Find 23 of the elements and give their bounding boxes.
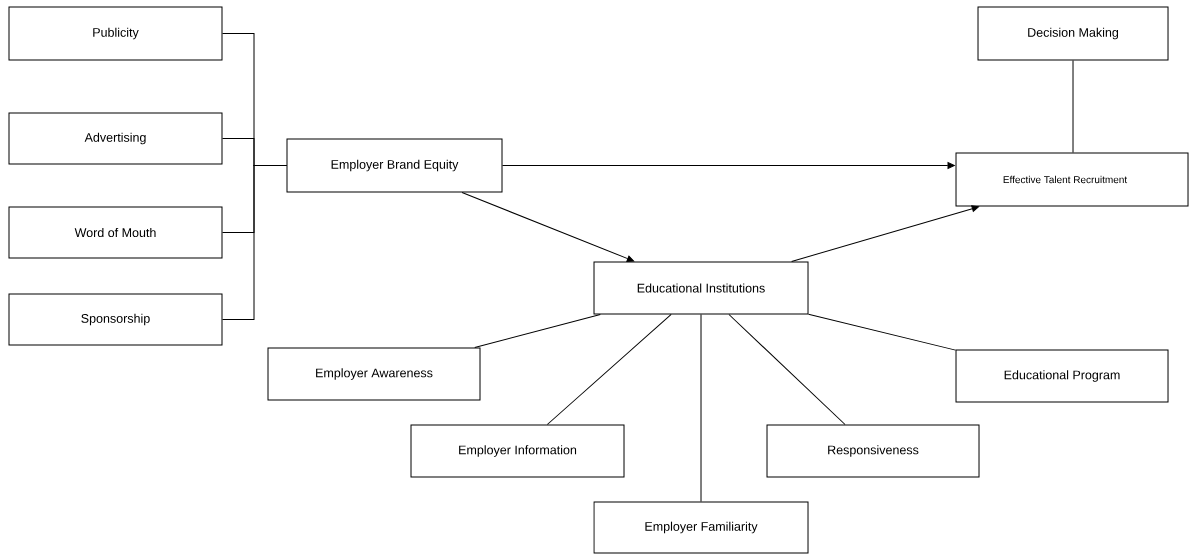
- process-box: Employer Familiarity: [593, 501, 809, 554]
- connector-line: [700, 314, 702, 502]
- connector-line: [728, 314, 846, 425]
- process-box: Effective Talent Recruitment: [955, 152, 1189, 207]
- process-box: Employer Brand Equity: [286, 138, 503, 193]
- connector-line: [1072, 60, 1074, 153]
- process-box: Decision Making: [977, 6, 1169, 61]
- process-box: Sponsorship: [8, 293, 223, 346]
- bracket-connector: [222, 165, 287, 320]
- process-box: Responsiveness: [766, 424, 980, 478]
- process-box: Educational Institutions: [593, 261, 809, 315]
- connector-line: [474, 314, 601, 348]
- arrow: [461, 192, 635, 262]
- process-box: Employer Information: [410, 424, 625, 478]
- arrow: [502, 162, 955, 169]
- connector-line: [546, 314, 672, 425]
- process-box: Publicity: [8, 6, 223, 61]
- process-box: Employer Awareness: [267, 347, 481, 401]
- arrow: [791, 205, 979, 262]
- process-box: Word of Mouth: [8, 206, 223, 259]
- process-box: Educational Program: [955, 349, 1169, 403]
- connector-line: [808, 313, 956, 351]
- process-box: Advertising: [8, 112, 223, 165]
